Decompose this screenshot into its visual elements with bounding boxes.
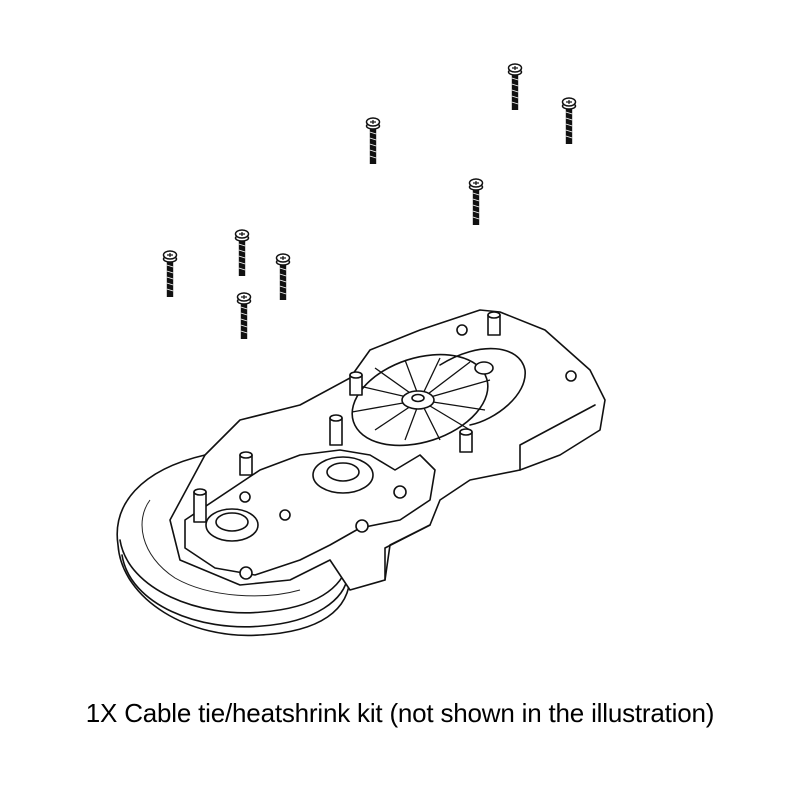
screw (507, 63, 523, 111)
screw (468, 178, 484, 226)
screw (234, 229, 250, 277)
posts (193, 311, 501, 523)
screw (365, 117, 381, 165)
screw (162, 250, 178, 298)
screw (561, 97, 577, 145)
screw (236, 292, 252, 340)
caption-text: 1X Cable tie/heatshrink kit (not shown i… (85, 698, 715, 728)
screw (275, 253, 291, 301)
screws (162, 63, 577, 340)
housing (116, 309, 606, 637)
